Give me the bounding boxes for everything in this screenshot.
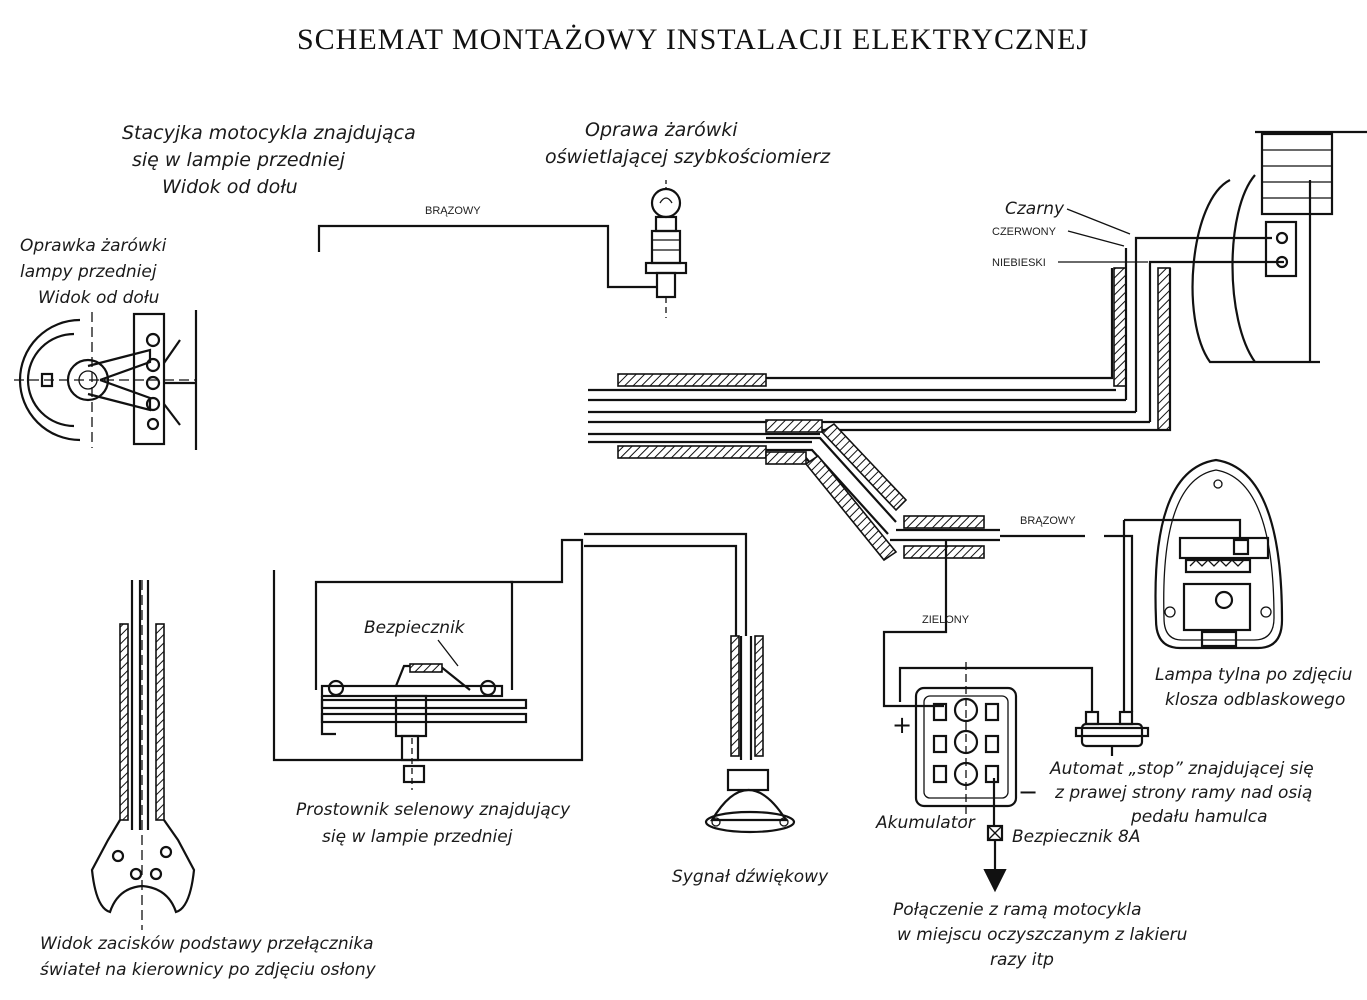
minus-symbol: − [1018,778,1038,806]
svg-text:Widok od dołu: Widok od dołu [38,288,160,308]
diagram-title: SCHEMAT MONTAŻOWY INSTALACJI ELEKTRYCZNE… [297,23,1089,56]
wire-label-brazowy-top: BRĄZOWY [425,205,481,217]
wire-brazowy-top [317,224,657,289]
akumulator-label: Akumulator [875,813,976,833]
tail-lamp-drawing [1154,458,1284,650]
speedometer-bulb-drawing [644,180,688,318]
horn-drawing [584,532,796,834]
prostownik-label: Prostownik selenowy znajdujący się w lam… [296,800,571,847]
svg-text:z prawej strony ramy nad osią: z prawej strony ramy nad osią [1054,783,1312,803]
oprawka-lampy-label: Oprawka żarówki lampy przedniej Widok od… [20,236,167,308]
lampa-tylna-label: Lampa tylna po zdjęciu klosza odblaskowe… [1155,665,1353,710]
svg-text:Oprawa żarówki: Oprawa żarówki [585,119,738,141]
automat-stop-label: Automat „stop” znajdującej się z prawej … [1049,759,1314,827]
plus-symbol: + [892,711,912,739]
sygnal-label: Sygnał dźwiękowy [672,867,829,887]
wire-battery-stop [898,666,1094,712]
wire-label-brazowy-right: BRĄZOWY [1020,515,1076,527]
wire-label-czarny: Czarny [1005,199,1065,219]
svg-text:Stacyjka motocykla znajdująca: Stacyjka motocykla znajdująca [122,122,416,144]
rectifier-drawing [272,538,584,790]
leader-czerwony [1067,230,1125,247]
svg-text:świateł na kierownicy po zdjęc: świateł na kierownicy po zdjęciu osłony [40,960,377,980]
stacyjka-label: Stacyjka motocykla znajdująca się w lamp… [122,122,416,198]
svg-text:się w lampie przedniej: się w lampie przedniej [132,149,346,171]
svg-text:klosza odblaskowego: klosza odblaskowego [1165,690,1345,710]
handlebar-switch-drawing [90,580,196,930]
generator-drawing [1191,130,1367,364]
wire-stop-lamp-a [1104,534,1134,712]
svg-text:w miejscu oczyszczanym z lakie: w miejscu oczyszczanym z lakieru [897,925,1188,945]
svg-text:pedału hamulca: pedału hamulca [1130,807,1268,827]
wire-zielony [882,540,948,708]
svg-text:Lampa tylna po zdjęciu: Lampa tylna po zdjęciu [1155,665,1353,685]
svg-text:lampy przedniej: lampy przedniej [20,262,157,282]
headlamp-holder-drawing [14,310,198,450]
bezpiecznik-label: Bezpiecznik [364,618,466,638]
svg-text:się w lampie przedniej: się w lampie przedniej [322,827,513,847]
oprawa-szybkosciomierz-label: Oprawa żarówki oświetlającej szybkościom… [545,119,831,168]
svg-text:oświetlającej szybkościomierz: oświetlającej szybkościomierz [545,146,831,168]
main-harness [588,236,1284,562]
svg-text:Automat „stop” znajdującej się: Automat „stop” znajdującej się [1049,759,1314,779]
wire-label-czerwony: CZERWONY [992,226,1057,238]
polaczenie-label: Połączenie z ramą motocykla w miejscu oc… [893,900,1188,970]
svg-text:Połączenie z ramą motocykla: Połączenie z ramą motocykla [893,900,1142,920]
svg-text:Oprawka żarówki: Oprawka żarówki [20,236,167,256]
widok-zaciskow-label: Widok zacisków podstawy przełącznika świ… [40,934,377,980]
svg-text:Widok od dołu: Widok od dołu [162,176,298,198]
stop-switch-drawing [1074,710,1150,756]
bezpiecznik-8a-label: Bezpiecznik 8A [1012,827,1140,847]
battery-drawing [914,662,1018,893]
leader-czarny [1066,208,1131,235]
svg-text:razy itp: razy itp [990,950,1054,970]
wire-label-niebieski: NIEBIESKI [992,257,1046,269]
svg-text:Prostownik selenowy znajdujący: Prostownik selenowy znajdujący [296,800,571,820]
svg-text:Widok zacisków podstawy przełą: Widok zacisków podstawy przełącznika [40,934,374,954]
